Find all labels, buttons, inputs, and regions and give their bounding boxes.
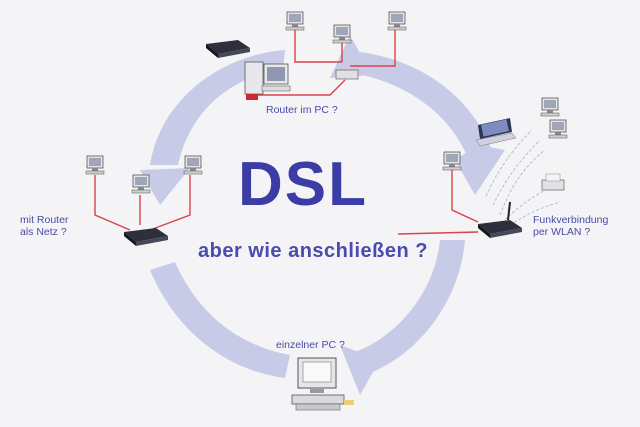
pc-icon-top-3 xyxy=(387,11,407,31)
cycle-arrow-right xyxy=(355,240,465,375)
diagram-title: DSL xyxy=(238,150,368,219)
pc-icon-left-1 xyxy=(85,155,105,175)
label-router-im-pc: Router im PC ? xyxy=(266,104,338,116)
label-router-als-netz-line-1: mit Router xyxy=(20,214,69,226)
desktop-pc-icon xyxy=(244,61,291,100)
cycle-arrowhead-2 xyxy=(330,35,372,78)
printer-icon xyxy=(541,173,565,191)
pc-icon-left-3 xyxy=(183,155,203,175)
cycle-arrowhead-3 xyxy=(455,145,505,195)
diagram-subtitle: aber wie anschließen ? xyxy=(198,240,428,262)
router-icon-left xyxy=(124,228,168,246)
cycle-arrowhead-4 xyxy=(340,345,380,395)
label-router-als-netz: mit Router als Netz ? xyxy=(20,214,68,238)
label-wlan-line-1: Funkverbindung xyxy=(533,214,609,226)
wlan-router-icon xyxy=(478,201,522,238)
cycle-arrow-top xyxy=(150,50,285,165)
pc-icon-right xyxy=(442,151,462,171)
laptop-icon xyxy=(475,118,517,147)
router-icon-top xyxy=(206,40,250,58)
cycle-arrow-bottom xyxy=(150,262,290,378)
wireless-pc-icon xyxy=(540,97,560,117)
label-wlan-line-2: per WLAN ? xyxy=(533,226,591,238)
pc-icon-top-2 xyxy=(332,24,352,44)
wireless-device-icon xyxy=(548,119,568,139)
label-einzelner-pc: einzelner PC ? xyxy=(276,339,345,351)
label-router-als-netz-line-2: als Netz ? xyxy=(20,226,67,238)
pc-icon-top-1 xyxy=(285,11,305,31)
label-wlan: Funkverbindung per WLAN ? xyxy=(533,214,608,238)
hub-icon-top xyxy=(335,69,359,80)
cycle-arrows xyxy=(140,35,505,395)
pc-icon-bottom xyxy=(291,357,354,411)
network-cables xyxy=(94,30,479,235)
cycle-arrow-top-right xyxy=(358,52,492,158)
pc-icon-left-2 xyxy=(131,174,151,194)
cycle-arrowhead-1 xyxy=(140,168,190,205)
